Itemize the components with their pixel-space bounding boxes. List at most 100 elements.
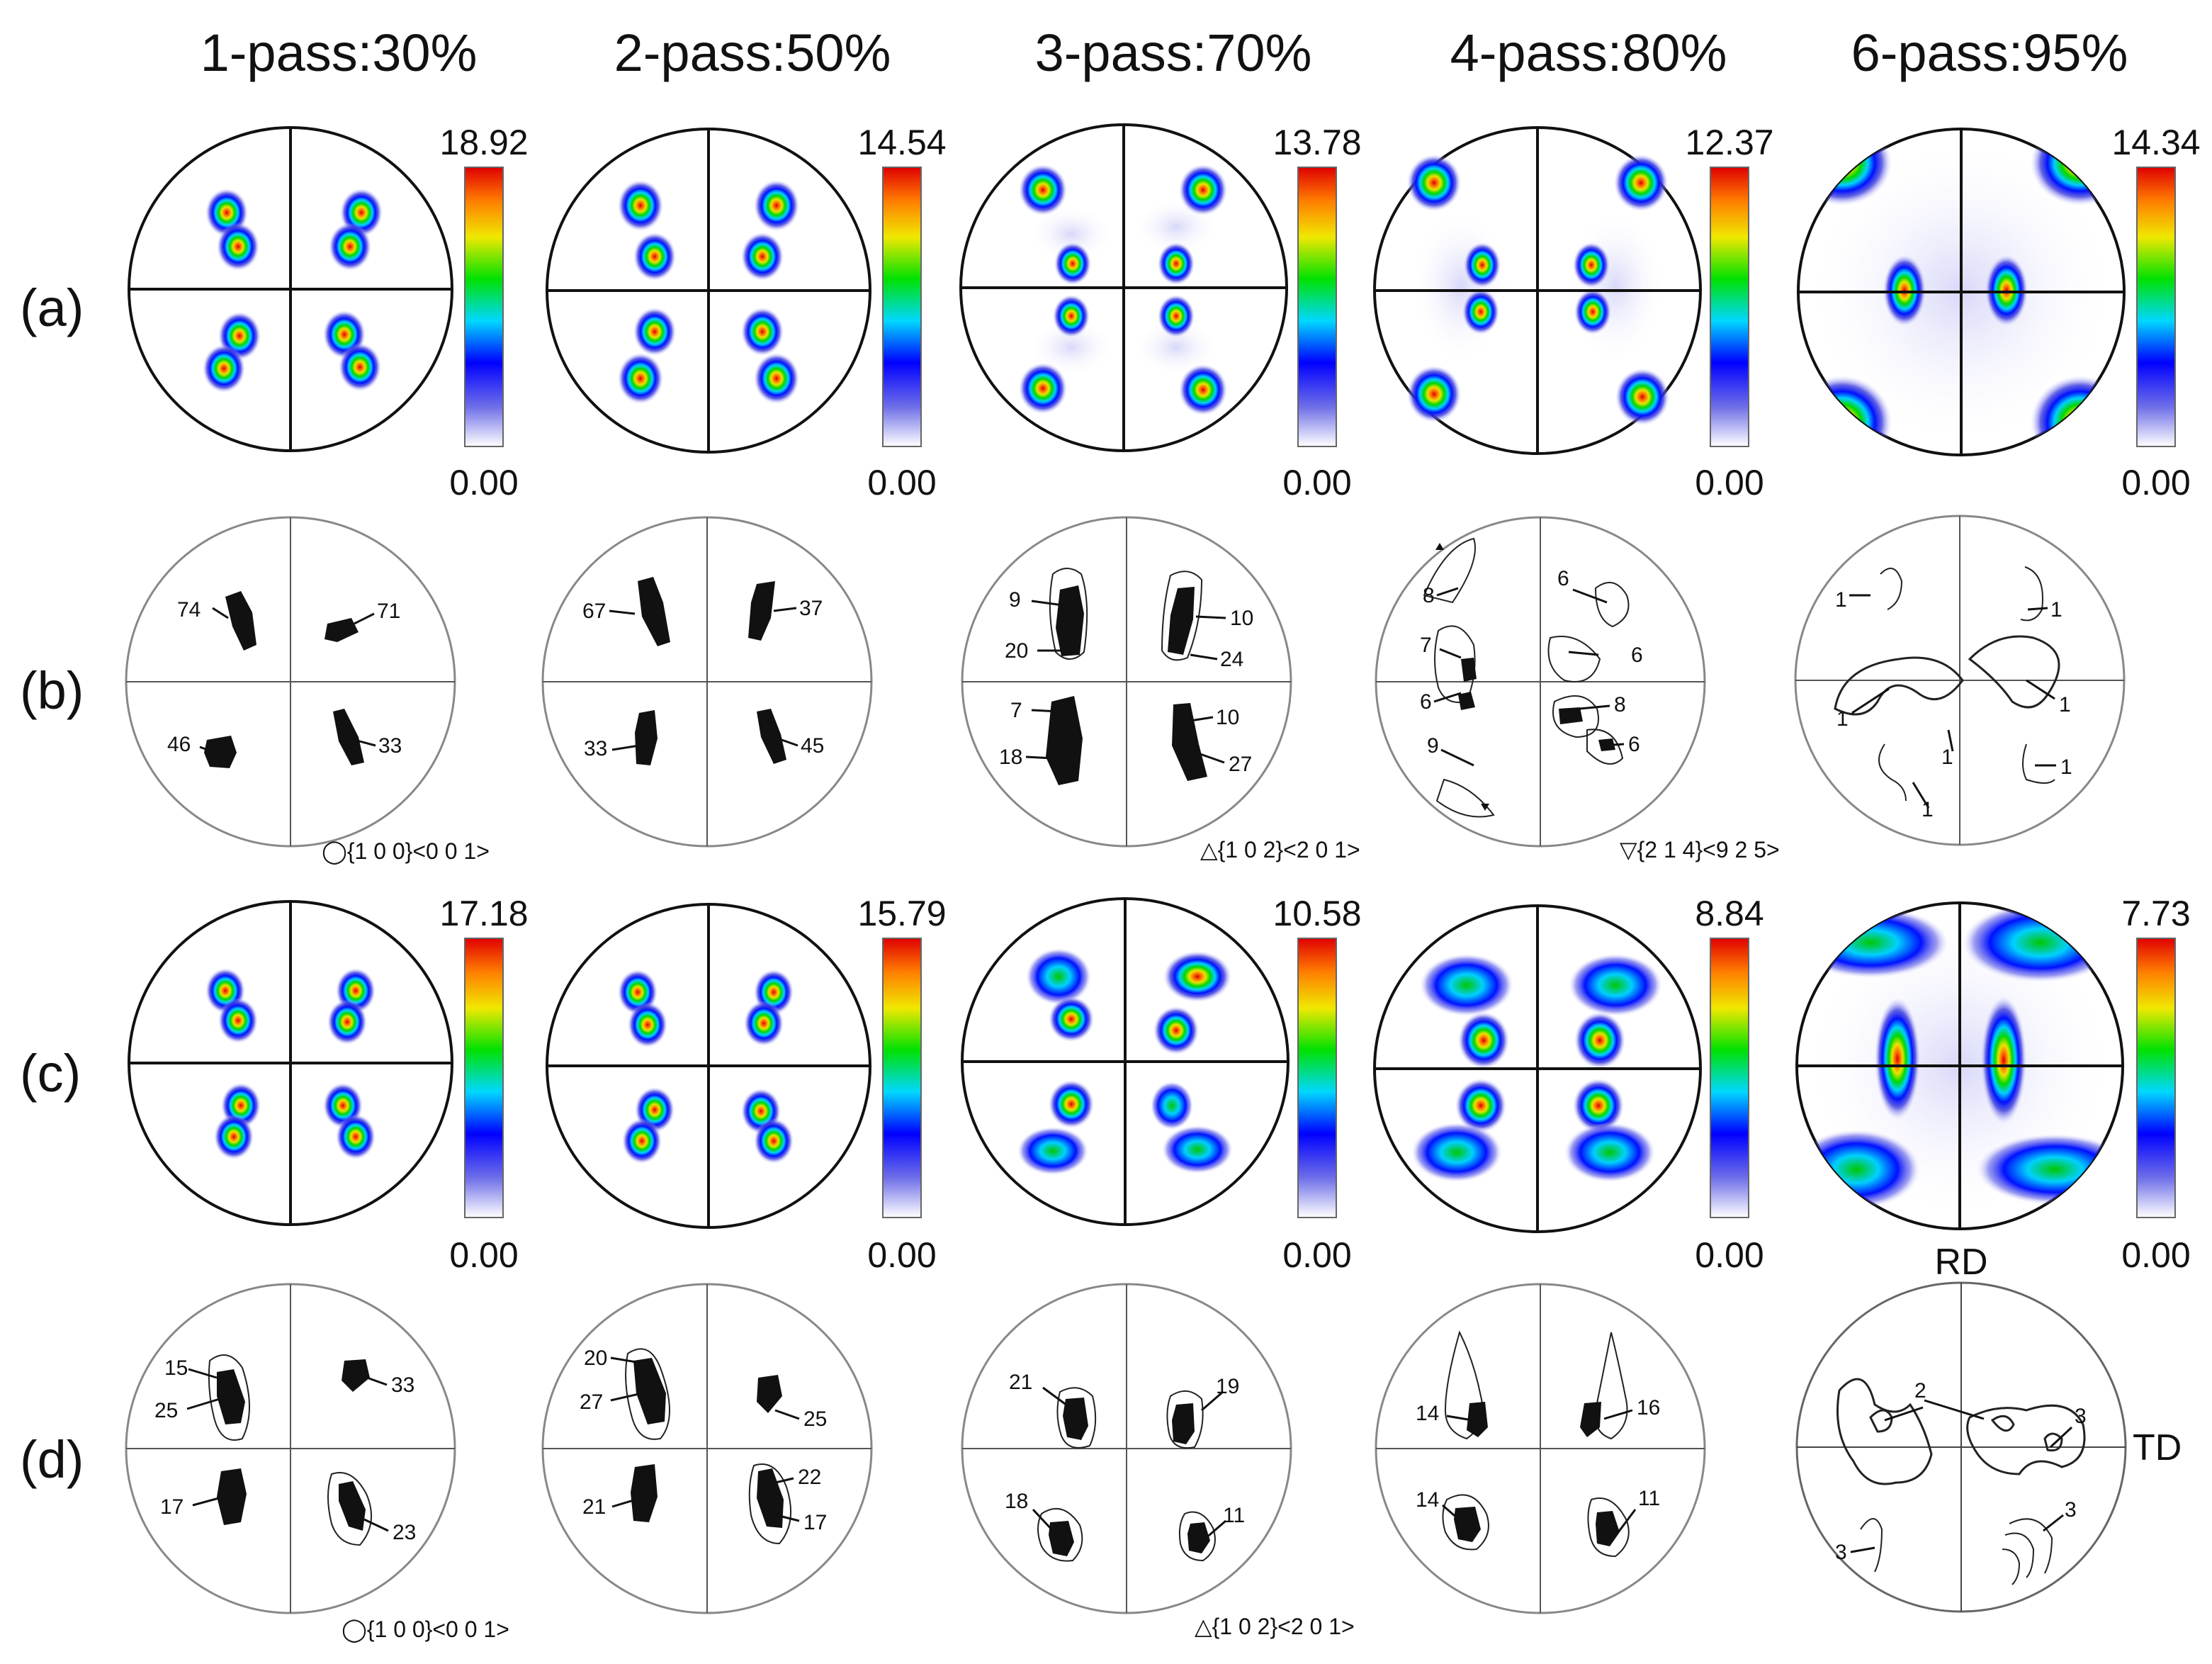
contour-label: 21 [582,1495,606,1519]
column-header: 4-pass:80% [1450,23,1727,82]
contour-label: 10 [1230,607,1253,630]
contour-label: 23 [393,1521,416,1544]
contour-figure-b2: 67 37 33 45 [541,516,873,848]
contour-label: 45 [801,734,824,758]
contour-label: 3 [2065,1498,2077,1522]
colorbar-min: 0.00 [1695,1235,1764,1275]
contour-figure-d2: 20 27 25 21 22 17 [541,1283,873,1614]
row-label-b: (b) [20,661,84,720]
contour-label: 11 [1638,1487,1660,1510]
colorbar-max: 14.34 [2111,123,2200,162]
contour-label: 7 [1420,634,1432,657]
colorbar-min: 0.00 [449,1235,518,1275]
pole-figure-c5 [1795,901,2124,1230]
contour-label: 71 [377,600,400,623]
pole-figure-a4 [1373,126,1702,455]
contour-label: 17 [160,1495,184,1519]
pole-figure-c2 [546,903,871,1229]
contour-label: 9 [1009,588,1021,612]
td-axis-label: TD [2133,1427,2182,1468]
contour-figure-b1: 74 71 46 33 [125,516,456,848]
colorbar-min: 0.00 [1282,1235,1351,1275]
contour-figure-d4: 14 16 14 11 [1375,1283,1706,1614]
contour-label: 74 [177,598,201,622]
orientation-legend: △{1 0 2}<2 0 1> [1195,1614,1355,1639]
column-headers: 1-pass:30% 2-pass:50% 3-pass:70% 4-pass:… [201,23,2128,82]
contour-label: 6 [1631,643,1643,667]
column-header: 2-pass:50% [614,23,891,82]
pole-figure-c4 [1373,904,1702,1233]
row-label-a: (a) [20,279,84,337]
contour-label: 46 [167,733,191,756]
contour-label: 33 [378,734,402,758]
contour-label: 7 [1010,699,1022,722]
column-header: 1-pass:30% [201,23,478,82]
contour-label: 67 [582,600,606,623]
contour-figure-b5: 1 1 1 1 1 1 1 [1794,515,2126,846]
contour-label: 1 [1922,798,1934,821]
contour-label: 19 [1216,1375,1239,1398]
contour-label: 3 [1835,1541,1847,1564]
colorbar-min: 0.00 [867,1235,936,1275]
contour-label: 6 [1628,733,1640,756]
row-b-contour-figures: 74 71 46 33 67 37 33 45 [125,515,2126,865]
colorbar-c4: 8.84 0.00 [1695,894,1764,1275]
colorbar-max: 12.37 [1685,123,1773,162]
contour-label: 33 [391,1373,414,1397]
contour-label: 25 [154,1399,178,1422]
contour-label: 21 [1009,1371,1032,1394]
contour-label: 27 [1229,753,1252,776]
colorbar-min: 0.00 [2121,463,2190,502]
row-label-c: (c) [20,1044,81,1103]
contour-label: 8 [1614,693,1626,716]
colorbar-c5: 7.73 0.00 [2121,894,2190,1275]
contour-figure-d5: 2 3 3 3 RD TD [1795,1242,2182,1613]
contour-label: 9 [1427,734,1439,758]
contour-label: 22 [798,1466,821,1489]
colorbar-max: 13.78 [1273,123,1361,162]
contour-label: 14 [1416,1488,1439,1512]
colorbar-max: 7.73 [2121,894,2190,933]
column-header: 6-pass:95% [1851,23,2128,82]
rd-axis-label: RD [1934,1242,1987,1283]
orientation-legend: ◯{1 0 0}<0 0 1> [342,1617,509,1643]
contour-label: 24 [1220,648,1243,671]
contour-figure-d3: 21 19 18 11 [961,1283,1292,1614]
contour-label: 1 [2060,755,2072,779]
contour-label: 18 [999,746,1022,769]
colorbar-min: 0.00 [2121,1235,2190,1275]
colorbar-min: 0.00 [1282,463,1351,502]
contour-figure-b3: 9 10 20 24 7 10 18 27 [961,516,1292,848]
contour-label: 27 [580,1390,603,1414]
pole-figure-a2 [546,128,871,454]
orientation-legend: ◯{1 0 0}<0 0 1> [322,838,490,865]
contour-label: 1 [1835,588,1847,612]
row-labels: (a) (b) (c) (d) [20,279,84,1489]
colorbar-a3: 13.78 0.00 [1273,123,1361,502]
contour-label: 14 [1416,1402,1439,1425]
colorbar-max: 8.84 [1695,894,1764,933]
colorbar-a2: 14.54 0.00 [857,123,946,502]
pole-figure-a5 [1797,128,2126,456]
contour-label: 1 [1836,707,1849,731]
orientation-legend: △{1 0 2}<2 0 1> [1200,837,1360,862]
row-c-pole-figures [128,897,2124,1233]
contour-label: 20 [584,1347,607,1370]
colorbar-max: 14.54 [857,123,946,162]
colorbar-max: 15.79 [857,894,946,933]
contour-label: 6 [1557,567,1569,590]
colorbar-max: 18.92 [439,123,528,162]
contour-label: 10 [1216,706,1239,729]
column-header: 3-pass:70% [1035,23,1312,82]
row-a-colorbars: 18.92 0.00 14.54 0.00 13.78 0.00 12.37 0… [439,123,2200,502]
contour-label: 2 [1914,1379,1926,1402]
row-d-contour-figures: 15 25 33 17 23 20 27 25 21 22 [125,1242,2182,1643]
contour-label: 1 [2059,693,2071,716]
contour-figure-b4: 8 6 7 6 6 8 9 6 [1375,516,1706,848]
contour-label: 6 [1420,690,1432,714]
contour-label: 16 [1637,1396,1660,1420]
orientation-legend: ▽{2 1 4}<9 2 5> [1620,837,1780,862]
colorbar-min: 0.00 [1695,463,1764,502]
contour-label: 17 [803,1511,827,1534]
row-c-colorbars: 17.18 0.00 15.79 0.00 10.58 0.00 8.84 0.… [439,894,2190,1275]
